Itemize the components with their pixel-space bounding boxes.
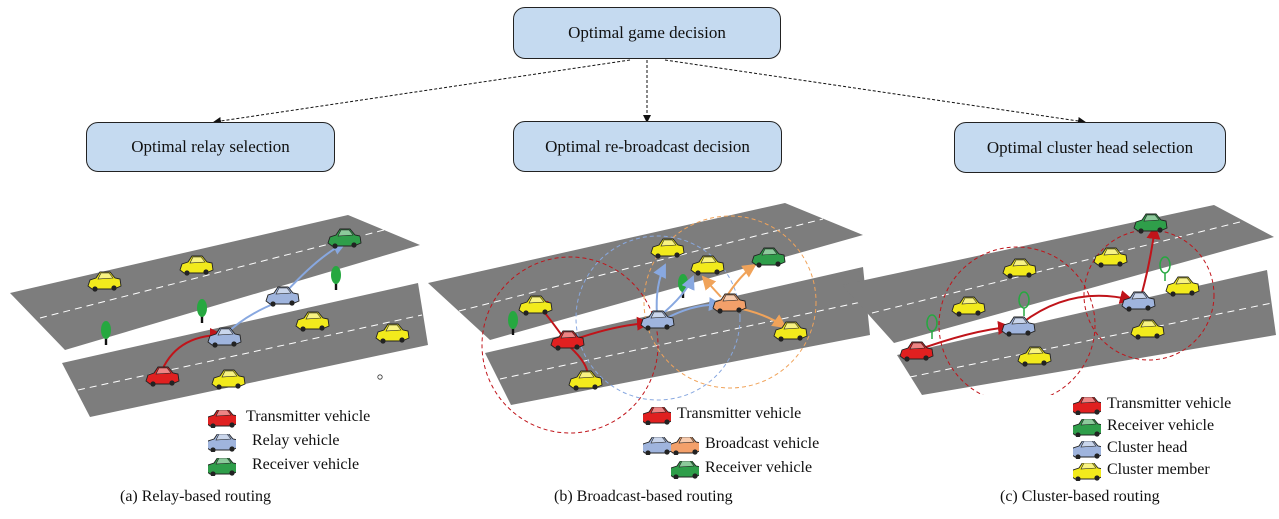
top-decision-box: Optimal game decision <box>513 7 781 59</box>
legend-item-cluster-member: Cluster member <box>1073 461 1273 483</box>
caption-cluster: (c) Cluster-based routing <box>1000 488 1160 505</box>
legend-label: Transmitter vehicle <box>1107 395 1232 412</box>
top-decision-label: Optimal game decision <box>568 23 726 42</box>
tree-icon <box>101 321 111 345</box>
relay-routing-scene <box>10 215 428 417</box>
legend-label: Transmitter vehicle <box>246 408 371 425</box>
rebroadcast-decision-box: Optimal re-broadcast decision <box>513 121 782 172</box>
legend-label: Transmitter vehicle <box>677 405 802 422</box>
broadcast-routing-scene <box>428 203 870 434</box>
arrow-to-relay <box>213 59 631 125</box>
legend-item-transmitter: Transmitter vehicle <box>643 405 883 435</box>
cluster-boundary <box>1083 229 1215 361</box>
cluster-link <box>1021 290 1134 324</box>
legend-label: Cluster head <box>1107 439 1188 456</box>
cluster-head-selection-box: Optimal cluster head selection <box>954 122 1226 173</box>
decision-connectors <box>213 59 1086 125</box>
legend-item-relay: Relay vehicle <box>208 432 428 456</box>
cluster-head-car-icon <box>1001 316 1036 338</box>
cluster-head-selection-label: Optimal cluster head selection <box>986 137 1194 157</box>
legend-label: Receiver vehicle <box>252 456 360 473</box>
cluster-legend: Transmitter vehicle Receiver vehicle Clu… <box>1073 395 1273 483</box>
legend-item-receiver: Receiver vehicle <box>208 456 428 480</box>
caption-relay: (a) Relay-based routing <box>120 488 272 505</box>
legend-item-transmitter: Transmitter vehicle <box>208 408 428 432</box>
tree-icon <box>197 299 207 323</box>
cluster-routing-scene <box>842 205 1276 395</box>
legend-item-receiver: Receiver vehicle <box>1073 417 1273 439</box>
tree-outline-icon <box>926 256 1171 339</box>
member-car-icon <box>1165 276 1200 298</box>
legend-item-receiver: Receiver vehicle <box>643 459 883 483</box>
cluster-boundary <box>938 246 1096 395</box>
legend-label: Relay vehicle <box>252 432 340 449</box>
caption-broadcast: (b) Broadcast-based routing <box>554 488 733 505</box>
legend-item-broadcast: Broadcast vehicle <box>643 435 883 459</box>
arrow-to-cluster <box>664 59 1086 125</box>
road-upper <box>842 205 1274 343</box>
tree-icon <box>331 266 341 290</box>
relay-selection-label: Optimal relay selection <box>131 137 290 156</box>
relay-legend: Transmitter vehicle Relay vehicle Receiv… <box>208 408 428 480</box>
legend-item-transmitter: Transmitter vehicle <box>1073 395 1273 417</box>
transmission-range <box>643 215 817 389</box>
transmitter-car-icon <box>899 341 934 363</box>
transmission-range <box>575 235 741 401</box>
relay-selection-box: Optimal relay selection <box>86 122 335 172</box>
road-lower <box>897 270 1276 395</box>
legend-label: Broadcast vehicle <box>705 435 820 452</box>
road-lower <box>485 267 870 405</box>
legend-label: Receiver vehicle <box>1107 417 1215 434</box>
legend-label: Receiver vehicle <box>705 459 813 476</box>
legend-item-cluster-head: Cluster head <box>1073 439 1273 461</box>
cluster-head-car-icon <box>1121 291 1156 313</box>
relay-car-icon <box>265 286 300 308</box>
road-upper <box>10 215 420 350</box>
transmission-range <box>481 256 659 434</box>
rebroadcast-decision-label: Optimal re-broadcast decision <box>545 136 750 156</box>
legend-label: Cluster member <box>1107 461 1210 478</box>
broadcast-legend: Transmitter vehicle Broadcast vehicle Re… <box>643 405 883 483</box>
